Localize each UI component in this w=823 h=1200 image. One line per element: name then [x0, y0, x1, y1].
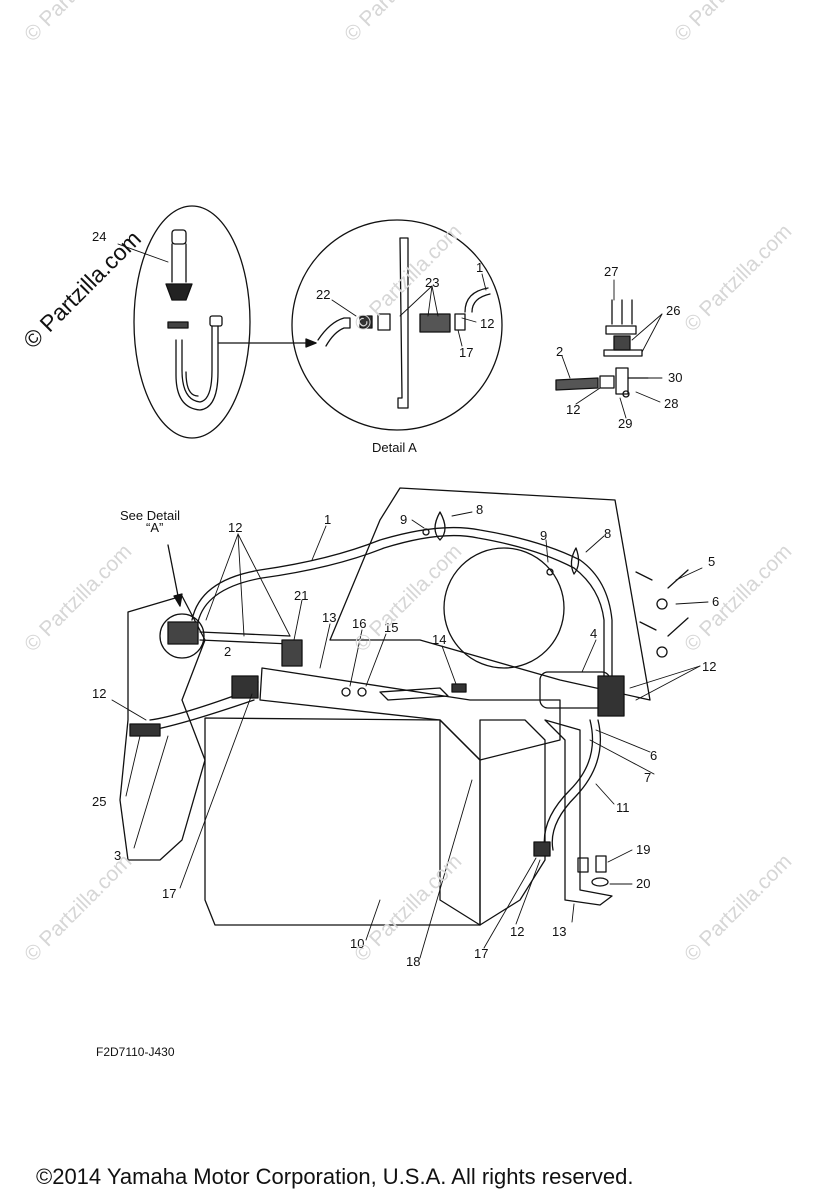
- callout-16: 16: [352, 616, 366, 631]
- callout-24: 24: [92, 229, 106, 244]
- callout-11: 11: [616, 800, 630, 815]
- callout-12: 12: [92, 686, 106, 701]
- callout-13: 13: [322, 610, 336, 625]
- callout-23: 23: [425, 275, 439, 290]
- diagram-code: F2D7110-J430: [96, 1045, 175, 1059]
- callout-1: 1: [476, 260, 483, 275]
- callout-4: 4: [590, 626, 597, 641]
- callout-25: 25: [92, 794, 106, 809]
- callout-27: 27: [604, 264, 618, 279]
- callout-15: 15: [384, 620, 398, 635]
- callout-12: 12: [228, 520, 242, 535]
- callout-8: 8: [476, 502, 483, 517]
- see-detail-label: See Detail: [120, 508, 180, 523]
- callout-13: 13: [552, 924, 566, 939]
- hose-detail-ellipse: [133, 205, 251, 439]
- callout-12: 12: [510, 924, 524, 939]
- callout-17: 17: [474, 946, 488, 961]
- callout-21: 21: [294, 588, 308, 603]
- callout-8: 8: [604, 526, 611, 541]
- callout-6: 6: [650, 748, 657, 763]
- callout-12: 12: [702, 659, 716, 674]
- callout-20: 20: [636, 876, 650, 891]
- callout-19: 19: [636, 842, 650, 857]
- callout-9: 9: [540, 528, 547, 543]
- callout-3: 3: [114, 848, 121, 863]
- main-assembly: [119, 487, 689, 926]
- callout-7: 7: [644, 770, 651, 785]
- callout-28: 28: [664, 396, 678, 411]
- callout-12: 12: [566, 402, 580, 417]
- callout-6: 6: [712, 594, 719, 609]
- see-detail-letter: “A”: [146, 520, 163, 535]
- copyright-notice: ©2014 Yamaha Motor Corporation, U.S.A. A…: [36, 1164, 634, 1189]
- callout-1: 1: [324, 512, 331, 527]
- callout-17: 17: [459, 345, 473, 360]
- callout-numbers: 24 22 23 1 12 17 27 26 2 30 12 28 29 12 …: [92, 229, 719, 969]
- callout-9: 9: [400, 512, 407, 527]
- callout-14: 14: [432, 632, 446, 647]
- detail-a-circle: [291, 219, 503, 431]
- callout-5: 5: [708, 554, 715, 569]
- callout-18: 18: [406, 954, 420, 969]
- fitting-assembly: [555, 299, 649, 398]
- callout-2: 2: [224, 644, 231, 659]
- callout-2: 2: [556, 344, 563, 359]
- callout-10: 10: [350, 936, 364, 951]
- detail-a-label: Detail A: [372, 440, 417, 455]
- callout-30: 30: [668, 370, 682, 385]
- callout-17: 17: [162, 886, 176, 901]
- callout-22: 22: [316, 287, 330, 302]
- callout-29: 29: [618, 416, 632, 431]
- callout-12: 12: [480, 316, 494, 331]
- leader-lines: [111, 243, 709, 959]
- callout-26: 26: [666, 303, 680, 318]
